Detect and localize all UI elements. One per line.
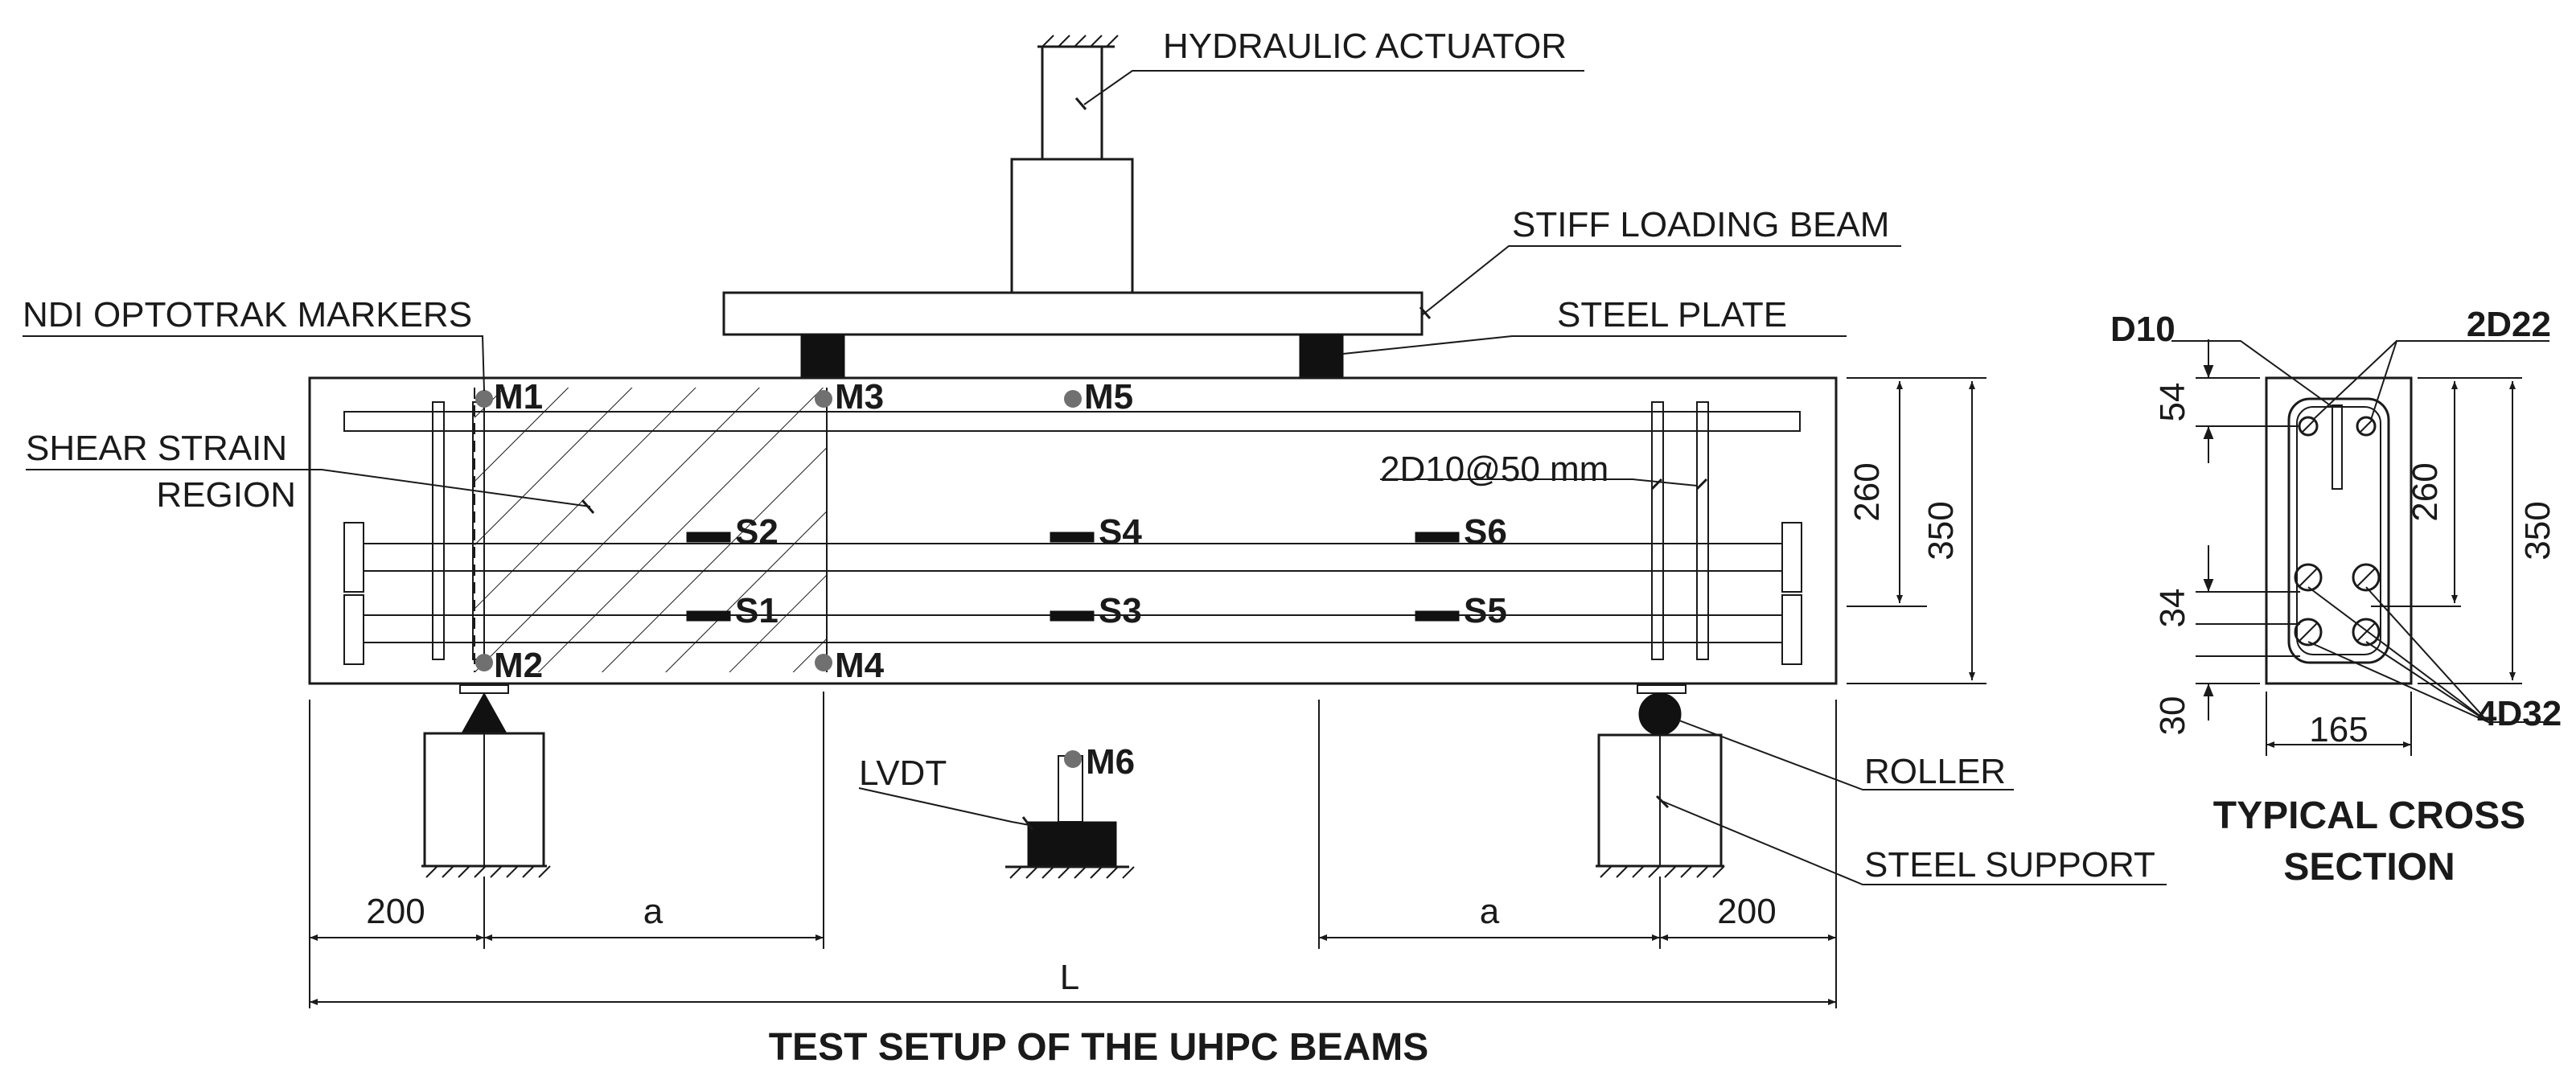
dim-right-overhang: 200: [1717, 892, 1776, 931]
strain-gauge-s4: [1050, 532, 1095, 543]
marker-dot-m1: [475, 390, 493, 408]
end-anchor-right-top: [1781, 522, 1802, 593]
marker-dot-m6: [1064, 750, 1082, 768]
uhpc-beam: [308, 376, 1838, 685]
strain-gauge-s3: [1050, 610, 1095, 622]
dim-shear-span-left: a: [643, 892, 664, 931]
label-stiff-loading-beam: STIFF LOADING BEAM: [1512, 205, 1889, 244]
marker-dot-m5: [1064, 390, 1082, 408]
label-hydraulic-actuator: HYDRAULIC ACTUATOR: [1163, 27, 1567, 66]
leader-lines: [23, 70, 2167, 885]
strain-gauge-s2: [686, 532, 731, 543]
section-label-4d32: 4D32: [2477, 694, 2562, 733]
section-dim-350: 350: [2518, 501, 2558, 560]
label-m3: M3: [835, 377, 884, 417]
dim-total-depth: 350: [1921, 501, 1961, 560]
section-dim-34: 34: [2153, 589, 2192, 628]
roller-support: [1596, 684, 1725, 878]
section-stirrup-outer: [2287, 397, 2390, 664]
marker-dot-m2: [475, 654, 493, 671]
label-shear-strain: SHEAR STRAIN: [26, 429, 287, 468]
label-m5: M5: [1084, 377, 1133, 417]
shear-strain-region: [475, 388, 827, 672]
strain-gauge-s6: [1415, 532, 1460, 543]
label-s2: S2: [735, 512, 779, 552]
end-anchor-left-top: [343, 522, 364, 593]
label-s5: S5: [1464, 591, 1507, 630]
pin-triangle: [461, 692, 507, 734]
strain-gauge-s1: [686, 610, 731, 622]
strain-gauge-s5: [1415, 610, 1460, 622]
label-stirrup-spacing: 2D10@50 mm: [1380, 450, 1608, 489]
strain-gauges: [686, 532, 1460, 622]
steel-plate-left: [800, 334, 845, 377]
label-ndi-optotrak-markers: NDI OPTOTRAK MARKERS: [23, 295, 472, 335]
label-lvdt: LVDT: [859, 753, 947, 793]
main-title: TEST SETUP OF THE UHPC BEAMS: [769, 1026, 1429, 1069]
dim-span: L: [1060, 958, 1079, 997]
section-title-line-1: TYPICAL CROSS: [2213, 794, 2526, 837]
stiff-loading-beam: [722, 291, 1424, 336]
top-reinforcement: [343, 411, 1801, 432]
section-dim-165: 165: [2309, 710, 2368, 749]
hydraulic-actuator: [1010, 35, 1134, 294]
section-title-line-2: SECTION: [2283, 846, 2455, 889]
optotrak-markers: [475, 390, 1082, 671]
label-s3: S3: [1099, 591, 1142, 630]
label-m6: M6: [1086, 742, 1135, 782]
section-leaders: [2171, 340, 2553, 723]
section-dim-54: 54: [2153, 383, 2192, 422]
marker-dot-m4: [815, 654, 832, 671]
dim-left-overhang: 200: [366, 892, 425, 931]
beam-outline: [308, 376, 1838, 685]
label-s4: S4: [1099, 512, 1142, 552]
section-dim-260: 260: [2405, 462, 2445, 521]
section-stirrup-inner: [2296, 406, 2381, 655]
label-m2: M2: [494, 646, 543, 685]
typical-cross-section: [2171, 339, 2553, 756]
label-s1: S1: [735, 591, 779, 630]
label-m1: M1: [494, 377, 543, 417]
label-s6: S6: [1464, 512, 1507, 552]
section-label-d10: D10: [2110, 310, 2175, 349]
steel-plate-right: [1299, 334, 1344, 377]
pin-support: [421, 684, 551, 878]
actuator-cylinder: [1010, 158, 1134, 294]
actuator-fixity-hatch: [1041, 35, 1119, 47]
marker-dot-m3: [815, 390, 832, 408]
section-dimensions: [2196, 339, 2522, 756]
section-hook: [2332, 404, 2343, 490]
section-label-2d22: 2D22: [2467, 305, 2551, 344]
label-roller: ROLLER: [1864, 752, 2006, 791]
end-anchor-right-bottom: [1781, 594, 1802, 665]
dim-shear-span-right: a: [1480, 892, 1500, 931]
roller-circle: [1638, 692, 1682, 736]
actuator-piston: [1041, 45, 1103, 161]
label-steel-support: STEEL SUPPORT: [1864, 845, 2155, 885]
end-anchor-left-bottom: [343, 594, 364, 665]
elevation-dimensions: [309, 377, 1986, 1008]
section-dim-30: 30: [2153, 696, 2192, 736]
label-steel-plate: STEEL PLATE: [1557, 295, 1787, 335]
section-bars: [2294, 416, 2381, 647]
lvdt-device: [1005, 750, 1135, 879]
label-region: REGION: [156, 475, 296, 515]
lvdt-body: [1027, 821, 1117, 868]
dim-effective-depth: 260: [1847, 462, 1887, 521]
label-m4: M4: [835, 646, 885, 685]
section-outline: [2265, 376, 2413, 685]
